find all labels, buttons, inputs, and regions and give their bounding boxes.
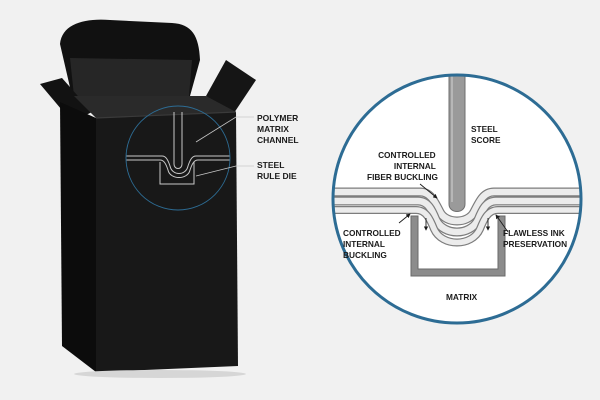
paperboard-layers — [333, 187, 581, 247]
detail-arrows — [398, 183, 509, 233]
internal-buckling-label: CONTROLLED INTERNAL BUCKLING — [343, 228, 403, 260]
fiber-buckling-label: CONTROLLED INTERNAL FIBER BUCKLING — [367, 150, 438, 182]
detail-ring — [331, 73, 583, 325]
cross-section-detail — [331, 73, 583, 325]
steel-rule-die-label: STEEL RULE DIE — [257, 160, 297, 181]
ink-preservation-label: FLAWLESS INK PRESERVATION — [503, 228, 567, 249]
box-interior — [74, 96, 236, 118]
matrix-label: MATRIX — [446, 292, 478, 302]
back-lid-inner — [70, 58, 192, 96]
box-side-panel — [60, 102, 96, 372]
box-detail-callout — [125, 105, 231, 211]
polymer-matrix-channel-label: POLYMER MATRIX CHANNEL — [257, 113, 301, 145]
rule-die-leader-line — [195, 165, 254, 177]
folding-carton — [40, 19, 256, 378]
polymer-leader-line — [195, 116, 254, 143]
box-front-panel — [96, 112, 238, 372]
box-callout-ring — [125, 105, 231, 211]
right-dust-flap — [206, 60, 256, 116]
steel-score-label: STEEL SCORE — [471, 124, 501, 145]
